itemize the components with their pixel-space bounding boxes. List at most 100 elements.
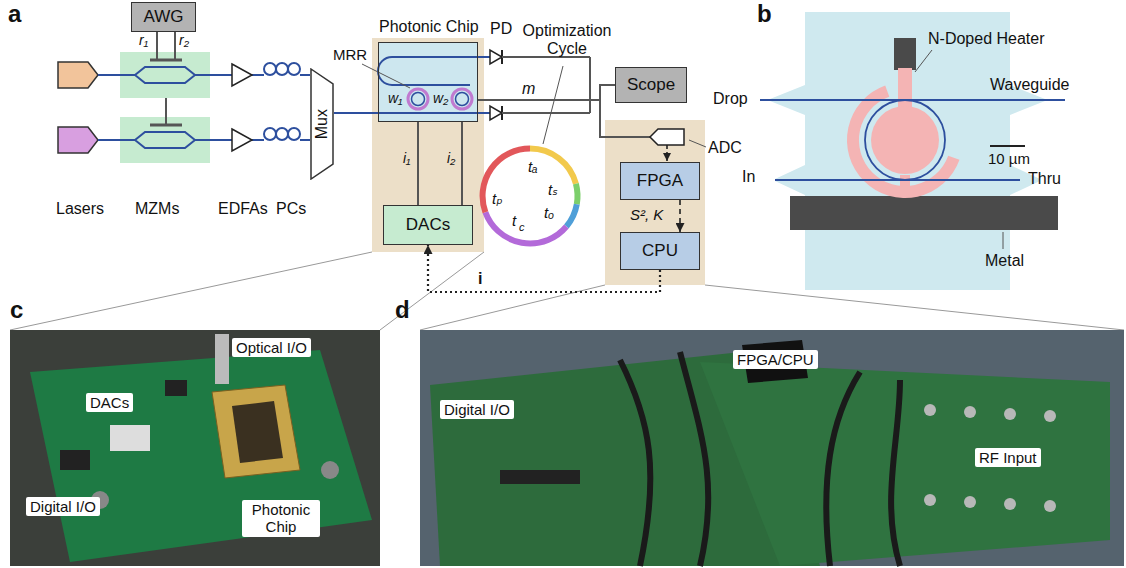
ring-heater xyxy=(408,89,428,109)
box-label: AWG xyxy=(144,7,184,27)
ring-heater xyxy=(452,89,472,109)
fiber-loop xyxy=(288,63,300,75)
adc-symbol xyxy=(650,129,684,145)
photonic-chip: Photonic Chip xyxy=(378,42,478,122)
port-name: Thru xyxy=(1028,170,1061,188)
component xyxy=(60,450,90,470)
connector xyxy=(461,122,463,205)
fiber-loop xyxy=(276,63,288,75)
part-name: ADC xyxy=(708,139,742,157)
fiber-loop xyxy=(264,128,276,140)
chip-die xyxy=(232,401,283,463)
component xyxy=(110,425,150,451)
ring-resonator xyxy=(456,93,469,106)
fpga-box: FPGA xyxy=(620,162,700,200)
scale-bar xyxy=(990,145,1025,147)
chip-board-region xyxy=(372,38,484,252)
box-label: DACs xyxy=(406,215,450,235)
fiber-loop xyxy=(288,128,300,140)
scale-label: 10 µm xyxy=(988,150,1030,167)
amplifier-symbol xyxy=(232,64,252,86)
part-name: Waveguide xyxy=(990,76,1069,94)
leader-line xyxy=(689,140,706,147)
cpu-box: CPU xyxy=(620,232,700,270)
signal-name: i xyxy=(478,270,482,288)
component xyxy=(165,380,187,396)
chip-package xyxy=(212,385,300,478)
circuit-board xyxy=(30,350,372,562)
box-label: Scope xyxy=(627,75,675,95)
rf-connectors xyxy=(924,404,1056,512)
dac-box: DACs xyxy=(383,205,473,245)
box-label: CPU xyxy=(642,241,678,261)
processor-board-region xyxy=(605,120,705,285)
metal-pad xyxy=(894,38,916,70)
waveguide xyxy=(378,57,490,113)
heater-disk xyxy=(871,106,939,174)
connector xyxy=(417,122,419,205)
part-name: N-Doped Heater xyxy=(928,30,1045,48)
photo-callout: Photonic Chip xyxy=(242,500,320,537)
phase-label: tₒ xyxy=(544,204,554,221)
heater-contact xyxy=(898,68,912,108)
part-name: MRR xyxy=(333,46,367,63)
mux-outline xyxy=(311,69,333,179)
optimization-cycle xyxy=(483,148,578,243)
cycle-arc xyxy=(566,204,576,226)
cycle-arc xyxy=(483,149,530,213)
port-name: In xyxy=(742,168,755,186)
photo-background xyxy=(10,330,380,566)
optical-fiber xyxy=(98,67,310,148)
part-name: MZMs xyxy=(135,200,179,218)
ring-resonator xyxy=(412,93,425,106)
ring-waveguide xyxy=(865,100,945,180)
signal-name: w₂ xyxy=(433,90,448,106)
connector xyxy=(334,112,378,114)
circuit-board xyxy=(700,362,1110,566)
polarization-controller xyxy=(264,63,300,140)
part-name: Lasers xyxy=(56,200,104,218)
leader-line xyxy=(543,66,563,144)
connector xyxy=(1004,498,1016,510)
panel-letter: c xyxy=(10,296,23,324)
cycle-arc xyxy=(485,212,566,243)
scope-box: Scope xyxy=(615,67,687,103)
part-name: PCs xyxy=(276,200,306,218)
signal-name: i₁ xyxy=(403,150,411,166)
photo-callout: Optical I/O xyxy=(232,338,311,357)
leader-line xyxy=(915,50,1003,249)
signal-name: r₁ xyxy=(139,32,148,48)
connector xyxy=(924,494,936,506)
fiber-loop xyxy=(264,63,276,75)
photo-callout: Digital I/O xyxy=(26,497,100,516)
phase-label: tₐ xyxy=(528,158,538,175)
cycle-arc xyxy=(576,184,578,205)
phase-label: t xyxy=(512,212,516,229)
phase-subscript: c xyxy=(519,221,525,234)
electrode xyxy=(150,60,182,125)
leader-line xyxy=(362,64,410,88)
phase-label: tₚ xyxy=(492,190,503,207)
connector xyxy=(1004,408,1016,420)
connector xyxy=(478,85,615,100)
laser-symbol xyxy=(58,62,98,88)
photo-callout: FPGA/CPU xyxy=(733,350,818,369)
signal-name: m xyxy=(522,80,535,98)
photo-callout: RF Input xyxy=(975,448,1041,467)
laser-symbol xyxy=(58,127,98,153)
amplifier-symbol xyxy=(232,129,252,151)
multiplexer: Mux xyxy=(310,68,334,180)
connector xyxy=(1044,500,1056,512)
connector xyxy=(964,406,976,418)
panel-letter: b xyxy=(757,0,772,28)
header-pins xyxy=(500,470,580,484)
signal-name: r₂ xyxy=(179,32,189,48)
photodiode-symbol xyxy=(490,50,502,120)
photo-callout: Digital I/O xyxy=(440,400,514,419)
cladding-region xyxy=(805,12,1010,290)
connector xyxy=(964,496,976,508)
panel-letter: d xyxy=(395,296,410,324)
data-arrow xyxy=(666,145,668,161)
bus-waveguide xyxy=(760,100,1065,180)
